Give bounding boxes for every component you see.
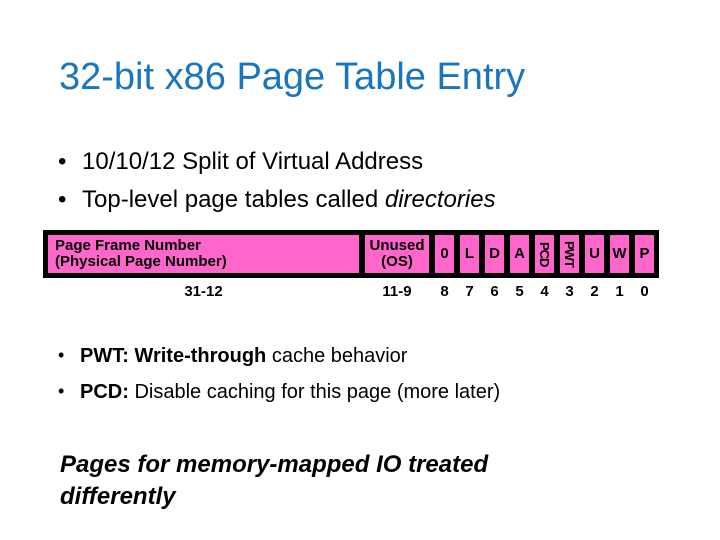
bit-range-11-9: 11-9 <box>382 283 412 300</box>
bullet-text-prefix: Top-level page tables called <box>82 186 385 213</box>
field-label: P <box>639 244 650 262</box>
note-pwt: • PWT: Write-through cache behavior <box>58 345 407 368</box>
bit-number: 1 <box>615 283 624 300</box>
bullet-text: Top-level page tables called directories <box>82 186 496 213</box>
field-p: P <box>635 235 654 273</box>
bullet-icon: • <box>58 186 67 213</box>
bit-number: 4 <box>540 283 549 300</box>
field-label: Page Frame Number <box>55 236 201 254</box>
field-pcd: PCD <box>535 235 554 273</box>
bit-range-31-12: 31-12 <box>184 283 223 300</box>
field-label: D <box>489 244 500 262</box>
field-label-line2: (Physical Page Number) <box>55 253 227 270</box>
field-unused-os: Unused (OS) <box>365 235 429 273</box>
bullet-text-italic: directories <box>384 186 496 213</box>
field-label: L <box>464 244 475 262</box>
note-pcd: • PCD: Disable caching for this page (mo… <box>58 381 500 404</box>
bullet-icon: • <box>58 381 65 401</box>
field-zero: 0 <box>435 235 454 273</box>
bit-number: 0 <box>640 283 649 300</box>
field-label-line2: (OS) <box>381 253 413 270</box>
field-label-vertical: PCD <box>537 241 552 267</box>
bit-number: 7 <box>465 283 474 300</box>
bit-number: 6 <box>490 283 499 300</box>
bullet-icon: • <box>58 148 67 175</box>
note-text: PWT: Write-through cache behavior <box>80 345 407 368</box>
field-label: Unused <box>369 236 425 254</box>
note-text-bold: PCD: <box>80 381 129 403</box>
bullet-top-level-directories: • Top-level page tables called directori… <box>58 186 496 213</box>
bit-number-row: 31-12 11-9 8 7 6 5 4 3 2 1 0 <box>43 283 659 300</box>
slide-title: 32-bit x86 Page Table Entry <box>59 56 526 98</box>
bit-number: 3 <box>565 283 574 300</box>
field-label: U <box>589 244 600 262</box>
note-text: PCD: Disable caching for this page (more… <box>80 381 500 404</box>
note-text-normal: cache behavior <box>266 345 408 367</box>
note-text-bold: PWT: Write-through <box>80 345 267 367</box>
field-a: A <box>510 235 529 273</box>
field-label-vertical: PWT <box>562 241 577 267</box>
field-label: 0 <box>440 244 449 262</box>
field-label: W <box>612 244 627 262</box>
bit-number: 5 <box>515 283 524 300</box>
field-label: A <box>514 244 525 262</box>
field-w: W <box>610 235 629 273</box>
field-pwt: PWT <box>560 235 579 273</box>
field-d: D <box>485 235 504 273</box>
page-table-entry-diagram: Page Frame Number (Physical Page Number)… <box>43 230 659 278</box>
bit-number: 8 <box>440 283 449 300</box>
field-page-frame-number: Page Frame Number (Physical Page Number) <box>48 235 359 273</box>
field-l: L <box>460 235 479 273</box>
bullet-virtual-address-split: • 10/10/12 Split of Virtual Address <box>58 148 424 175</box>
note-text-normal: Disable caching for this page (more late… <box>128 381 501 403</box>
bullet-icon: • <box>58 345 65 365</box>
bit-number: 2 <box>590 283 599 300</box>
field-u: U <box>585 235 604 273</box>
bullet-text: 10/10/12 Split of Virtual Address <box>82 148 424 175</box>
footer-emphasis-text: Pages for memory-mapped IO treated diffe… <box>60 451 489 510</box>
